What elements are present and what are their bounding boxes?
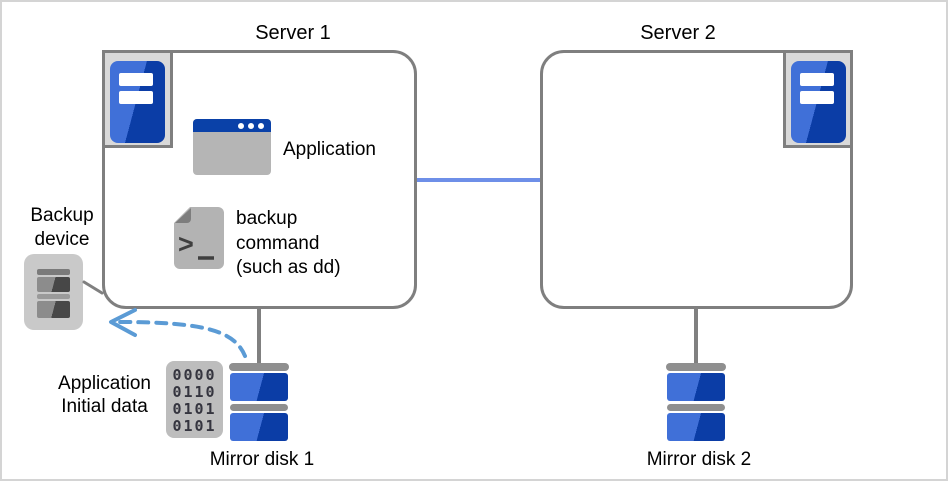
server-tower-icon: [791, 61, 846, 143]
disk-platter: [667, 413, 725, 441]
disk-platter: [37, 277, 70, 292]
binary-row: 0000: [172, 366, 217, 384]
server2-icon-box: [783, 50, 853, 148]
server2-title: Server 2: [640, 22, 716, 44]
server2-disk-connector: [694, 307, 698, 365]
app-window-titlebar: [193, 119, 271, 132]
disk-platter: [230, 413, 288, 441]
label-line: backup: [236, 208, 298, 229]
disk-cap: [666, 363, 726, 371]
binary-row: 0101: [172, 417, 217, 435]
backup-disk-stack: [37, 269, 70, 318]
mirror-disk-icon: [229, 363, 289, 441]
server1-icon-box: [102, 50, 173, 148]
window-dot-icon: [238, 122, 244, 129]
label-line: Backup: [30, 205, 94, 226]
label-line: Initial data: [61, 396, 148, 417]
disk-platter: [230, 373, 288, 401]
binary-row: 0110: [172, 383, 217, 401]
mirror-disk2-label: Mirror disk 2: [646, 449, 752, 470]
disk-divider: [37, 294, 70, 299]
disk-divider: [230, 404, 288, 411]
binary-row: 0101: [172, 400, 217, 418]
binary-data-icon: 0000 0110 0101 0101: [166, 361, 223, 438]
app-window-icon: [193, 119, 271, 175]
app-initial-data-label: Application Initial data: [37, 372, 172, 418]
disk-divider: [667, 404, 725, 411]
application-label: Application: [283, 139, 376, 160]
device-connector-line: [82, 280, 104, 295]
server-tower-icon: [110, 61, 165, 143]
backup-command-label: backup command (such as dd): [236, 207, 341, 281]
backup-flow-arrow: [118, 320, 247, 358]
disk-platter: [667, 373, 725, 401]
label-line: device: [34, 229, 90, 250]
disk-platter: [37, 301, 70, 318]
label-line: command: [236, 232, 320, 254]
server1-title: Server 1: [255, 22, 331, 44]
server1-disk-connector: [257, 307, 261, 365]
disk-cap: [37, 269, 70, 275]
window-dot-icon: [248, 122, 254, 129]
backup-device-label: Backup device: [7, 204, 117, 252]
arrowhead-icon: [109, 308, 137, 337]
disk-cap: [229, 363, 289, 371]
terminal-script-icon: >: [174, 207, 224, 269]
label-line: (such as dd): [236, 257, 341, 278]
label-line: Application: [58, 373, 151, 394]
tower-slot: [800, 73, 834, 86]
tower-slot: [119, 73, 153, 86]
mirror-disk-icon: [666, 363, 726, 441]
tower-slot: [800, 91, 834, 104]
mirror-disk1-label: Mirror disk 1: [209, 449, 315, 470]
backup-disk-icon: [24, 254, 83, 330]
prompt-glyph: >: [178, 229, 194, 259]
server-link-line: [417, 178, 540, 182]
window-dot-icon: [258, 122, 264, 129]
tower-slot: [119, 91, 153, 104]
